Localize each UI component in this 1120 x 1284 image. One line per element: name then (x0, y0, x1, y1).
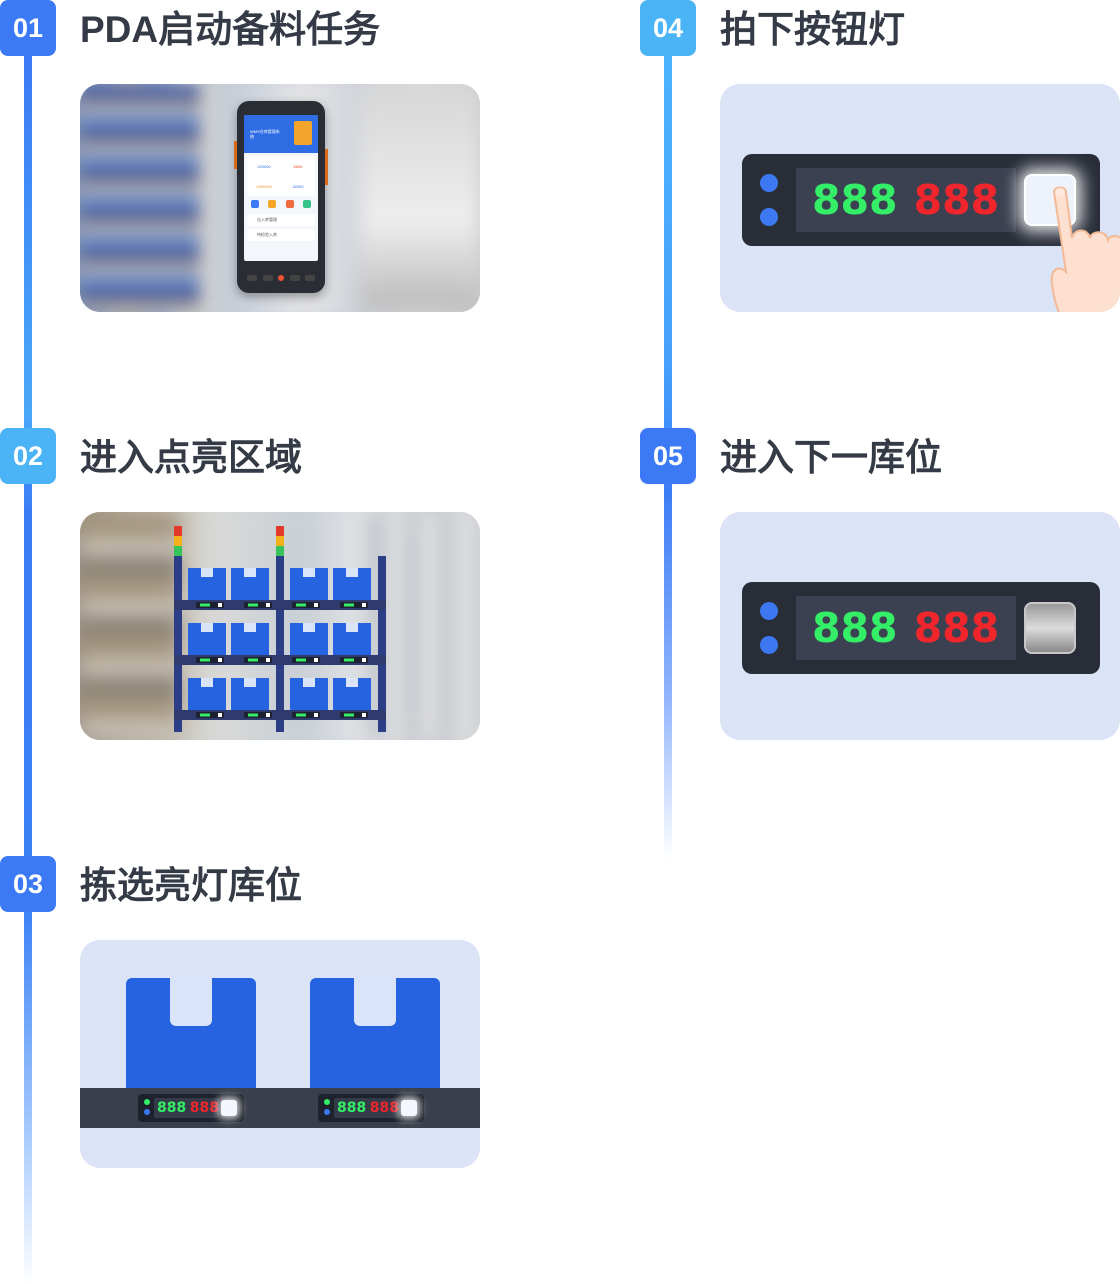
shelf-illustration (174, 526, 386, 732)
step-title-04: 拍下按钮灯 (720, 9, 905, 50)
pda-menu-2: 待检验入库 (247, 229, 315, 241)
card-shelf (80, 512, 480, 740)
light-blur (360, 84, 480, 312)
step-title-05: 进入下一库位 (720, 437, 942, 478)
pda-stat-4: 32000 (292, 183, 304, 189)
step-title-03: 拣选亮灯库位 (80, 865, 302, 906)
pda-stat-3: 1900000 (256, 183, 272, 189)
tower-light-icon (174, 526, 284, 556)
pda-app-title: WMS仓库管理系统 (250, 129, 280, 139)
indicator-led (760, 636, 778, 654)
pda-stat-2: 8856 (293, 163, 303, 169)
indicator-led (760, 174, 778, 192)
hand-pointer-icon (1050, 186, 1120, 312)
step-title-01: PDA启动备料任务 (80, 9, 381, 50)
pda-menu-1: 出入库管理 (247, 214, 315, 226)
indicator-led (760, 208, 778, 226)
package-box-icon (310, 978, 440, 1088)
pda-stat-1: 220000 (257, 163, 271, 169)
step-badge-05: 05 (640, 428, 696, 484)
rack-blur (80, 512, 180, 740)
card-pda: WMS仓库管理系统 220000 8856 1900000 32000 出入库管… (80, 84, 480, 312)
indicator-led (760, 602, 778, 620)
step-badge-01: 01 (0, 0, 56, 56)
step-title-02: 进入点亮区域 (80, 437, 302, 478)
shelf-blur (80, 84, 200, 312)
confirm-button-unlit (1024, 602, 1076, 654)
phone-screen: WMS仓库管理系统 220000 8856 1900000 32000 出入库管… (244, 115, 318, 261)
step-badge-03: 03 (0, 856, 56, 912)
timeline-line-left (24, 40, 32, 1284)
phone-icon: WMS仓库管理系统 220000 8856 1900000 32000 出入库管… (234, 101, 328, 293)
package-box-icon (126, 978, 256, 1088)
rack-blur-right (370, 512, 480, 740)
step-badge-02: 02 (0, 428, 56, 484)
step-badge-04: 04 (640, 0, 696, 56)
